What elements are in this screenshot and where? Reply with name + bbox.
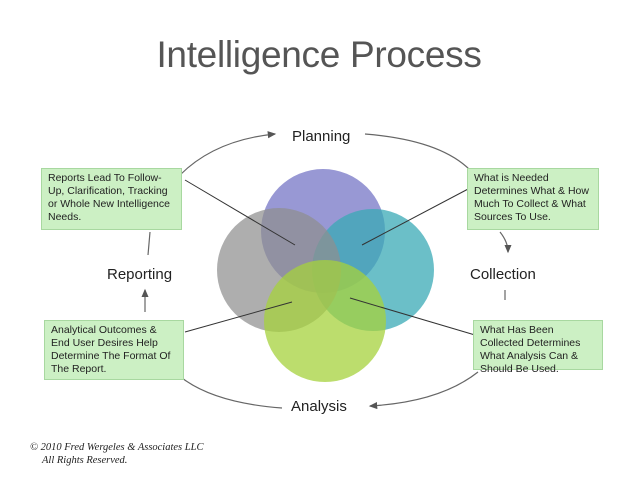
note-what-has-been-collected: What Has Been Collected Determines What …: [473, 320, 603, 375]
pointer-bottom-left: [184, 301, 293, 333]
stage-planning: Planning: [292, 128, 351, 145]
arrow-left-upper: [147, 231, 151, 256]
diagram-title: Intelligence Process: [156, 34, 482, 75]
copyright-notice: © 2010 Fred Wergeles & Associates LLC Al…: [30, 441, 203, 467]
stage-analysis: Analysis: [291, 398, 347, 415]
analysis-circle: [264, 260, 386, 382]
arrow-analysis-to-reporting: [181, 377, 283, 409]
arrow-planning-to-collection: [364, 133, 471, 171]
copyright-line-1: © 2010 Fred Wergeles & Associates LLC: [30, 442, 204, 453]
pointer-bottom-right: [349, 297, 476, 336]
arrow-top-right-curve: [499, 231, 512, 254]
arrow-bottom-right-curve: [368, 371, 479, 410]
note-what-is-needed: What is Needed Determines What & How Muc…: [467, 168, 599, 230]
arrow-reporting-to-planning: [179, 131, 277, 176]
copyright-line-2: All Rights Reserved.: [42, 455, 128, 466]
stage-collection: Collection: [470, 266, 536, 283]
stage-reporting: Reporting: [107, 266, 173, 283]
note-analytical-outcomes: Analytical Outcomes & End User Desires H…: [44, 320, 184, 380]
pointer-top-left: [184, 179, 296, 246]
note-reports-follow-up: Reports Lead To Follow-Up, Clarification…: [41, 168, 182, 230]
pointer-top-right: [361, 187, 471, 246]
